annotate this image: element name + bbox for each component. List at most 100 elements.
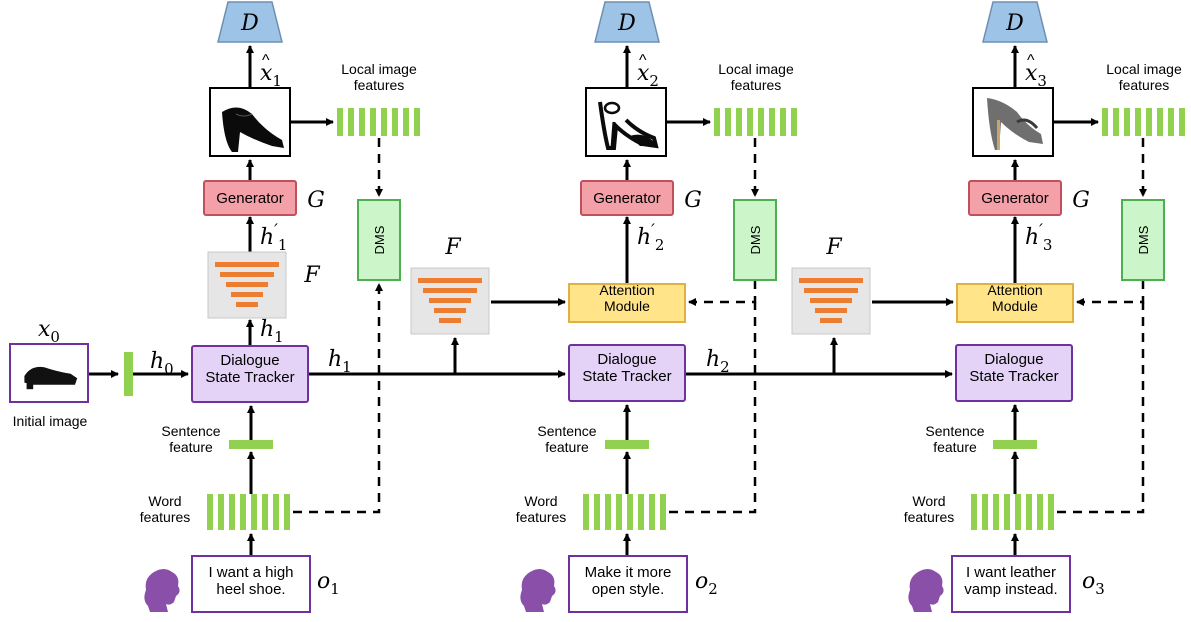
discriminator-label: D: [1005, 11, 1024, 36]
svg-text:Module: Module: [604, 298, 650, 314]
feature-bar: [1168, 108, 1174, 136]
svg-text:Attention: Attention: [599, 282, 654, 298]
h2-flow-symbol: h2: [706, 347, 730, 376]
funnel-layer: [804, 288, 858, 293]
svg-text:^: ^: [1027, 52, 1035, 69]
feature-bar: [583, 494, 589, 530]
turn-1-feature-module: [207, 251, 287, 319]
svg-text:Sentence: Sentence: [925, 423, 984, 439]
svg-text:heel shoe.: heel shoe.: [216, 581, 285, 598]
turn-3-generator-box: [968, 180, 1062, 216]
svg-text:h1: h1: [328, 347, 352, 376]
turn-1-dms-box: [357, 199, 401, 281]
turn-3-word-features: [971, 494, 1054, 530]
turn-3-dms-box: [1121, 199, 1165, 281]
funnel-layer: [429, 298, 471, 303]
svg-text:Word: Word: [912, 493, 945, 509]
svg-text:h′3: h′3: [1025, 221, 1052, 254]
svg-text:State Tracker: State Tracker: [205, 369, 294, 386]
feature-bar: [240, 494, 246, 530]
feature-bar: [780, 108, 786, 136]
turn-2-feature-module-symbol: F: [444, 235, 461, 260]
svg-text:features: features: [354, 77, 405, 93]
feature-bar: [736, 108, 742, 136]
svg-text:h1: h1: [260, 317, 284, 346]
svg-text:Make it more: Make it more: [585, 564, 672, 581]
turn-1-local-image-features: [337, 108, 420, 136]
svg-text:o2: o2: [695, 569, 718, 598]
turn-3-dms-label: DMS: [1136, 225, 1151, 254]
svg-text:State Tracker: State Tracker: [582, 368, 671, 385]
svg-text:features: features: [516, 509, 567, 525]
turn-2-feature-module: [410, 267, 490, 335]
initial-image-symbol: x0: [38, 317, 60, 346]
turn-2-utterance-symbol: o2: [695, 569, 718, 598]
feature-bar: [993, 494, 999, 530]
funnel-layer: [220, 272, 274, 277]
feature-bar: [1113, 108, 1119, 136]
turn-2-user-avatar-icon: [520, 569, 556, 612]
turn-1-generator-box: [203, 180, 297, 216]
funnel-layer: [810, 298, 852, 303]
feature-bar: [725, 108, 731, 136]
funnel-layer: [820, 318, 842, 323]
feature-bar: [605, 494, 611, 530]
turn-3-local-image-features: [1102, 108, 1185, 136]
svg-text:State Tracker: State Tracker: [969, 368, 1058, 385]
svg-text:feature: feature: [169, 439, 213, 455]
feature-bar: [284, 494, 290, 530]
turn-3-feature-module: [791, 267, 871, 335]
turn-1-generator-label: Generator: [216, 190, 284, 207]
connector-layer: [88, 45, 1099, 556]
feature-bar: [1015, 494, 1021, 530]
feature-bar: [392, 108, 398, 136]
dashed-connector-layer: [293, 138, 1147, 514]
svg-text:o3: o3: [1082, 569, 1105, 598]
svg-text:Local image: Local image: [341, 61, 417, 77]
feature-bar: [348, 108, 354, 136]
turn-2-utterance-box: [568, 555, 688, 613]
svg-text:features: features: [1119, 77, 1170, 93]
feature-bar: [403, 108, 409, 136]
discriminator-label: D: [240, 11, 259, 36]
turn-2-word-features: [583, 494, 666, 530]
feature-bar: [616, 494, 622, 530]
svg-text:Sentence: Sentence: [537, 423, 596, 439]
turn-3-user-avatar-icon: [908, 569, 944, 612]
turn-1-sentence-feature: [229, 440, 273, 449]
svg-text:Local image: Local image: [718, 61, 794, 77]
svg-text:x0: x0: [38, 317, 60, 346]
turn-2-dashed-dms-to-attention: [688, 280, 757, 306]
svg-text:I want leather: I want leather: [966, 564, 1056, 581]
turn-3-discriminator: D: [982, 1, 1048, 43]
svg-text:feature: feature: [933, 439, 977, 455]
funnel-layer: [215, 262, 279, 267]
svg-text:Dialogue: Dialogue: [220, 352, 279, 369]
feature-bar: [747, 108, 753, 136]
feature-bar: [273, 494, 279, 530]
feature-bar: [337, 108, 343, 136]
feature-bar: [1146, 108, 1152, 136]
feature-bar: [660, 494, 666, 530]
funnel-layer: [439, 318, 461, 323]
turn-3-hprime-symbol: h′3: [1025, 221, 1052, 254]
turn-3-sentence-feature: [993, 440, 1037, 449]
svg-text:Word: Word: [524, 493, 557, 509]
turn-1-feature-module-symbol: F: [303, 263, 320, 288]
feature-bar: [1179, 108, 1185, 136]
feature-bar: [1135, 108, 1141, 136]
